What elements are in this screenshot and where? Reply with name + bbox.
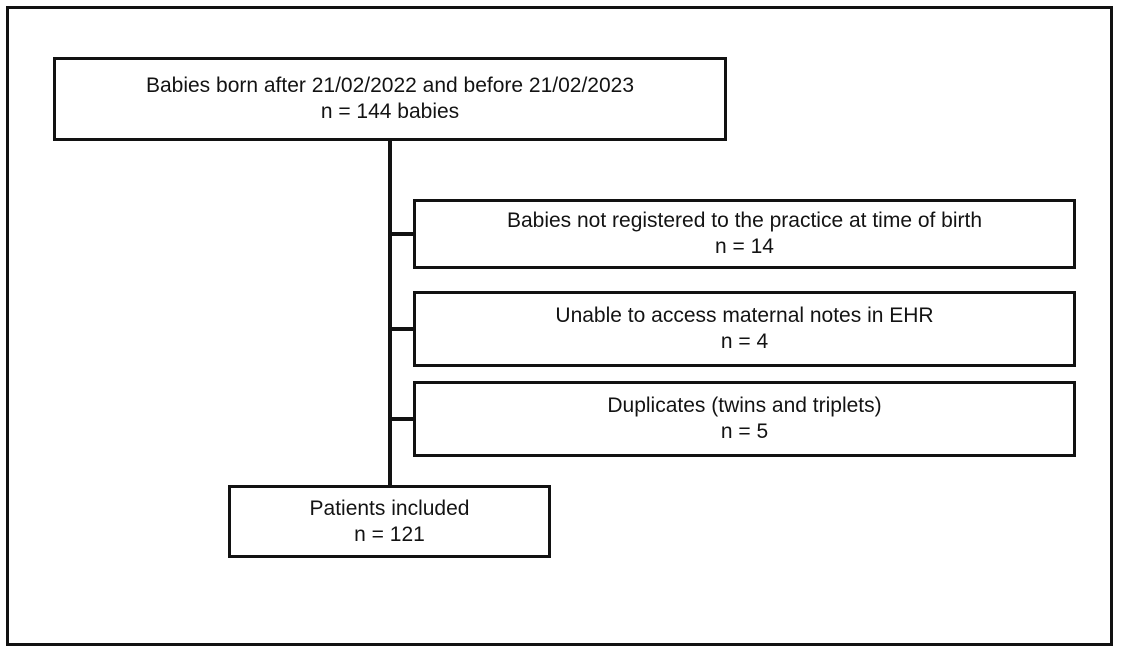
node-exclusion-not-registered: Babies not registered to the practice at… xyxy=(413,199,1076,269)
node-included-line2: n = 121 xyxy=(354,522,425,546)
node-exclusion-2-line2: n = 4 xyxy=(720,330,769,353)
node-exclusion-duplicates: Duplicates (twins and triplets) n = 5 xyxy=(413,381,1076,457)
node-exclusion-1-line2: n = 14 xyxy=(715,235,774,258)
node-exclusion-3-line1: Duplicates (twins and triplets) xyxy=(607,394,882,418)
node-source-line2: n = 144 babies xyxy=(320,100,460,123)
node-patients-included: Patients included n = 121 xyxy=(228,485,551,558)
node-source-population: Babies born after 21/02/2022 and before … xyxy=(53,57,727,141)
node-exclusion-2-line1: Unable to access maternal notes in EHR xyxy=(555,304,934,328)
node-source-line1: Babies born after 21/02/2022 and before … xyxy=(145,74,635,98)
trunk-connector-line xyxy=(388,140,392,486)
node-exclusion-no-maternal-notes: Unable to access maternal notes in EHR n… xyxy=(413,291,1076,367)
node-included-line1: Patients included xyxy=(309,496,470,520)
branch-connector-exclusion-2 xyxy=(388,327,415,331)
branch-connector-exclusion-1 xyxy=(388,232,415,236)
branch-connector-exclusion-3 xyxy=(388,417,415,421)
node-exclusion-3-line2: n = 5 xyxy=(720,420,769,443)
figure-outer-frame: Babies born after 21/02/2022 and before … xyxy=(6,6,1113,646)
node-exclusion-1-line1: Babies not registered to the practice at… xyxy=(506,209,983,233)
